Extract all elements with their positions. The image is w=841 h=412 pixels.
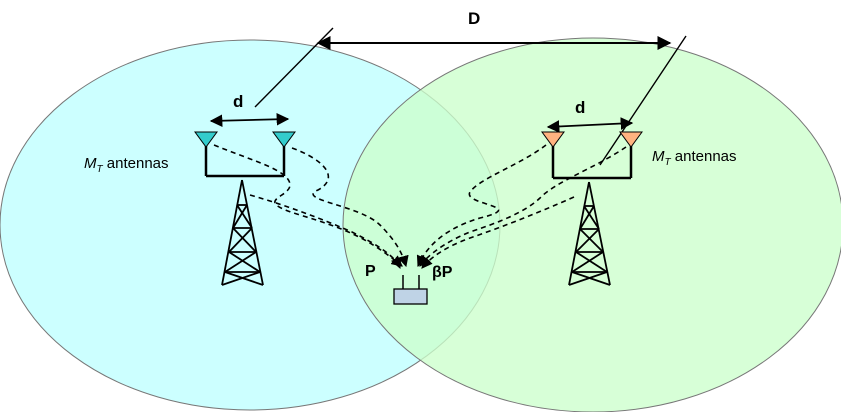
power-label-right: βP: [432, 264, 453, 281]
receiver-icon: [393, 288, 428, 305]
right-base-station: [541, 131, 643, 286]
antenna-icon: [272, 131, 296, 148]
signal-path: [419, 146, 627, 267]
tower-icon: [568, 181, 611, 286]
signal-path: [421, 196, 575, 269]
antenna-icon: [194, 131, 218, 148]
mt-antennas-label-left: MT antennas: [84, 155, 169, 175]
left-base-station: [194, 131, 296, 286]
receiver: [393, 275, 428, 305]
signal-paths: [213, 144, 627, 270]
d-arrow-left: [209, 112, 290, 128]
signal-path: [213, 144, 403, 267]
d-center-line-right: [599, 35, 687, 166]
power-label-left: P: [365, 263, 376, 280]
d-label-right: d: [575, 98, 585, 117]
signal-path: [291, 147, 409, 268]
d-label-left: d: [233, 92, 243, 111]
D-label: D: [468, 9, 480, 28]
tower-icon: [221, 179, 264, 286]
d-arrow-right: [546, 117, 634, 133]
signal-path: [416, 144, 547, 268]
mt-antennas-label-right: MT antennas: [652, 148, 737, 168]
right-cell: [342, 37, 841, 412]
signal-path: [249, 194, 402, 270]
